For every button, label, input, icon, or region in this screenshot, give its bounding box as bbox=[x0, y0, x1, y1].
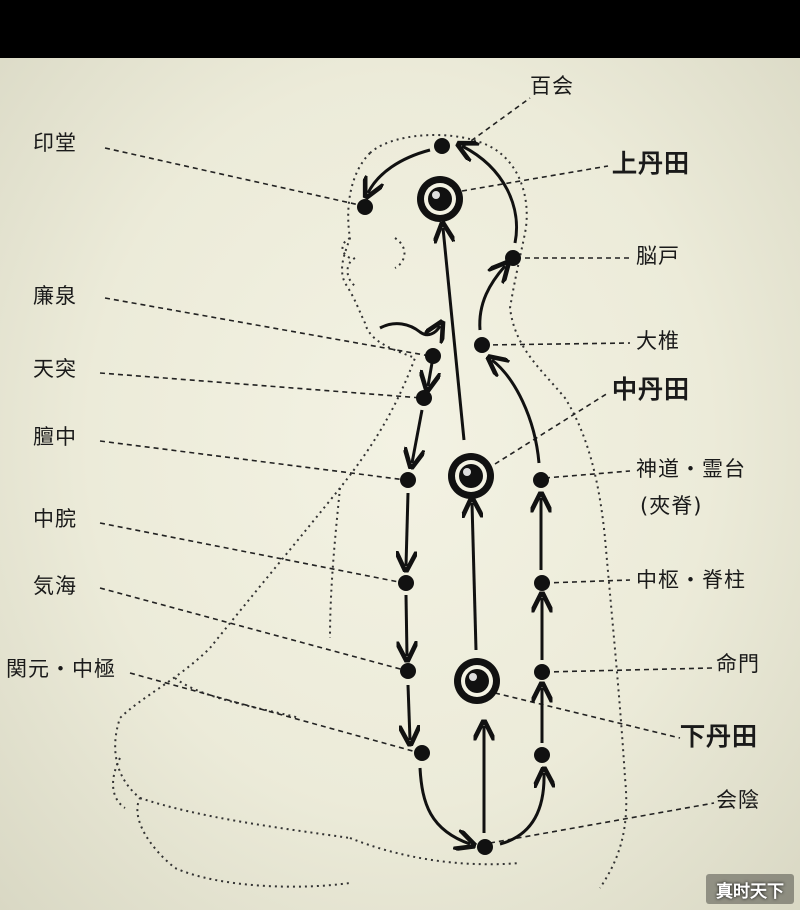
point-danzhong bbox=[400, 472, 416, 488]
point-tiantu bbox=[416, 390, 432, 406]
label-tiantu: 天突 bbox=[33, 357, 77, 381]
mouth-arrow bbox=[379, 324, 440, 335]
meridian-diagram bbox=[99, 97, 715, 889]
point-mingmen bbox=[534, 664, 550, 680]
front-channel-arrows bbox=[406, 362, 470, 844]
point-baihui bbox=[434, 138, 450, 154]
label-naohu: 脳戸 bbox=[636, 244, 680, 268]
dantian-rings bbox=[417, 176, 500, 704]
diagram-panel: 百会 印堂 上丹田 脳戸 廉泉 大椎 天突 中丹田 膻中 神道・霊台 (夾脊) … bbox=[0, 58, 800, 910]
top-black-bar bbox=[0, 0, 800, 58]
acupoints bbox=[357, 138, 550, 855]
point-shendao bbox=[533, 472, 549, 488]
label-upper-dantian: 上丹田 bbox=[612, 149, 691, 178]
point-yintang bbox=[357, 199, 373, 215]
label-yintang: 印堂 bbox=[33, 131, 77, 155]
point-zhongwan bbox=[398, 575, 414, 591]
body-outline bbox=[112, 134, 628, 889]
label-mingmen: 命門 bbox=[716, 652, 760, 676]
label-lower-dantian: 下丹田 bbox=[680, 722, 759, 751]
label-guanyuan-zhongji: 関元・中極 bbox=[6, 657, 116, 681]
label-lianquan: 廉泉 bbox=[33, 284, 77, 308]
upper-dantian-ring bbox=[417, 176, 463, 222]
label-shendao-lingtai: 神道・霊台 bbox=[636, 457, 746, 481]
point-naohu bbox=[505, 250, 521, 266]
point-qihai bbox=[400, 663, 416, 679]
label-jiaji: (夾脊) bbox=[640, 494, 703, 518]
back-channel-arrows bbox=[368, 146, 544, 846]
label-zhongshu-jizhu: 中枢・脊柱 bbox=[636, 568, 746, 592]
label-dazhui: 大椎 bbox=[636, 329, 680, 353]
watermark: 真时天下 bbox=[706, 874, 794, 904]
point-lianquan bbox=[425, 348, 441, 364]
label-zhongwan: 中脘 bbox=[33, 507, 77, 531]
label-baihui: 百会 bbox=[530, 74, 574, 98]
point-guanyuan bbox=[414, 745, 430, 761]
label-qihai: 気海 bbox=[33, 574, 77, 598]
point-zhongshu bbox=[534, 575, 550, 591]
lower-dantian-ring bbox=[454, 658, 500, 704]
point-huiyin bbox=[477, 839, 493, 855]
label-middle-dantian: 中丹田 bbox=[612, 375, 691, 404]
label-danzhong: 膻中 bbox=[33, 425, 77, 449]
point-back-lower bbox=[534, 747, 550, 763]
middle-dantian-ring bbox=[448, 453, 494, 499]
leader-lines bbox=[99, 97, 715, 844]
point-dazhui bbox=[474, 337, 490, 353]
label-huiyin: 会陰 bbox=[716, 788, 760, 812]
central-channel-arrows bbox=[443, 228, 484, 833]
